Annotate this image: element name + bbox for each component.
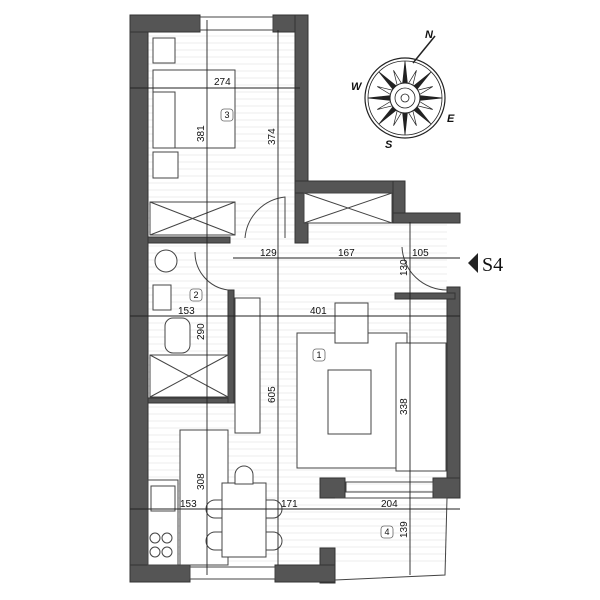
- dim-kitchen-height: 308: [196, 473, 207, 490]
- dim-bedroom-outer: 374: [267, 128, 278, 145]
- door-entrance[interactable]: [401, 246, 448, 291]
- wardrobe-cross: [149, 201, 236, 236]
- dim-sofa: 338: [399, 398, 410, 415]
- coffee-table: [327, 369, 372, 435]
- wall-balcony-right: [432, 477, 461, 499]
- balcony-outline: [334, 497, 448, 581]
- svg-text:3: 3: [224, 110, 229, 120]
- door-bath[interactable]: [194, 251, 229, 291]
- room-tag-3: 3: [220, 108, 234, 122]
- room-tags: 3 2 1 4: [189, 108, 394, 539]
- dim-hall-depth: 130: [399, 259, 410, 276]
- wall-top-left: [129, 14, 201, 33]
- dim-bath-height: 290: [196, 323, 207, 340]
- room-tag-2: 2: [189, 288, 203, 302]
- shower-cross: [149, 354, 229, 398]
- door-bedroom[interactable]: [244, 196, 286, 239]
- section-label: S4: [482, 254, 503, 276]
- dim-living-height: 605: [267, 386, 278, 403]
- bed-pillows: [152, 91, 176, 149]
- dim-bath-width: 153: [178, 306, 195, 317]
- compass-rays: [367, 60, 443, 136]
- wardrobe-hall-cross: [303, 192, 393, 224]
- wall-right: [446, 286, 461, 486]
- dim-hall-a: 129: [260, 248, 277, 259]
- room-tag-4: 4: [380, 525, 394, 539]
- washing-machine: [154, 249, 178, 273]
- north-arrow-icon: [412, 35, 436, 64]
- section-arrow-icon: [468, 253, 478, 273]
- armchair: [334, 302, 369, 344]
- compass-south: S: [385, 139, 393, 151]
- walls: [129, 14, 461, 584]
- stove: [149, 532, 173, 558]
- sofa: [395, 342, 447, 472]
- wall-bottom-left: [129, 564, 191, 583]
- dim-bedroom-width: 274: [214, 77, 231, 88]
- dining-table: [221, 482, 267, 558]
- dim-balcony-depth: 139: [399, 521, 410, 538]
- svg-text:1: 1: [316, 350, 321, 360]
- dim-hall-b: 167: [338, 248, 355, 259]
- nightstand-top: [152, 37, 176, 64]
- wall-bottom-mid: [274, 564, 336, 583]
- wall-partition-hall: [394, 292, 456, 300]
- window-balcony: [345, 481, 434, 493]
- svg-text:2: 2: [193, 290, 198, 300]
- compass-rose: N W E S: [351, 29, 455, 151]
- dim-balcony-width: 204: [381, 499, 398, 510]
- kitchen-sink: [150, 485, 176, 512]
- compass-west: W: [351, 81, 363, 93]
- bathroom-sink: [152, 284, 172, 311]
- toilet: [164, 317, 191, 354]
- wall-balcony-pier: [319, 477, 346, 499]
- dimension-lines: [130, 20, 460, 575]
- wall-bath-bottom: [147, 397, 234, 404]
- dim-kitchen-width: 153: [180, 499, 197, 510]
- wall-bedroom-bottom: [147, 236, 231, 244]
- wall-bath-right: [227, 289, 235, 404]
- wall-left: [129, 14, 149, 581]
- room-tag-1: 1: [312, 348, 326, 362]
- section-marker: S4: [468, 253, 503, 276]
- dim-hall-c: 105: [412, 248, 429, 259]
- window-bedroom: [199, 16, 274, 31]
- wall-hall-right-top: [392, 212, 461, 224]
- dimension-labels: 274 381 374 129 167 105 130 153 290 401 …: [178, 77, 429, 538]
- dim-dining-width: 171: [281, 499, 298, 510]
- window-kitchen: [189, 566, 276, 580]
- wall-hall-top: [294, 180, 406, 194]
- dim-living-width: 401: [310, 306, 327, 317]
- compass-north: N: [425, 29, 434, 41]
- tv-cabinet: [234, 297, 261, 434]
- dim-bedroom-height: 381: [196, 125, 207, 142]
- svg-text:4: 4: [384, 527, 389, 537]
- nightstand: [152, 151, 179, 179]
- compass-east: E: [447, 113, 455, 125]
